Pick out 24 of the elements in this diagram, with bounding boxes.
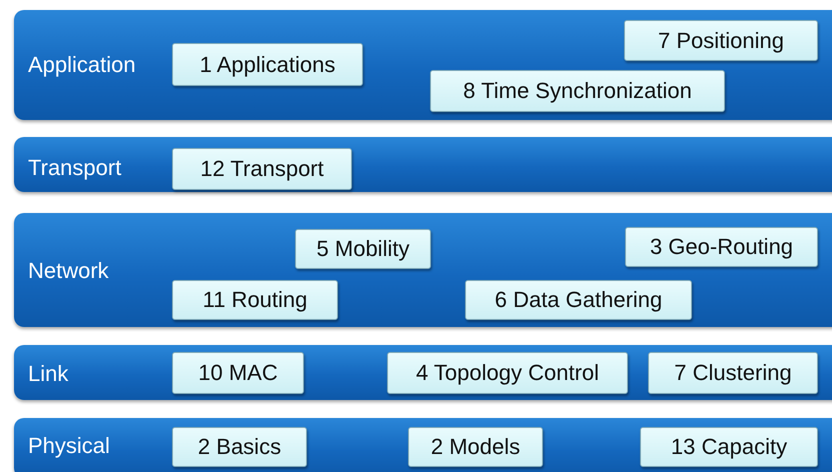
module-tag: 11 Routing: [172, 280, 338, 320]
module-tag: 12 Transport: [172, 148, 352, 190]
layer-band: [14, 213, 832, 327]
layer-label: Network: [28, 258, 109, 284]
layer-band: [14, 345, 832, 400]
layer-band: [14, 137, 832, 192]
layer-label: Link: [28, 361, 68, 387]
module-tag: 7 Positioning: [624, 20, 818, 61]
module-tag: 13 Capacity: [640, 427, 818, 467]
module-tag: 7 Clustering: [648, 352, 818, 394]
module-tag: 2 Basics: [172, 427, 307, 467]
module-tag: 10 MAC: [172, 352, 304, 394]
module-tag: 2 Models: [408, 427, 543, 467]
layer-label: Physical: [28, 433, 110, 459]
module-tag: 4 Topology Control: [387, 352, 628, 394]
layer-band: [14, 10, 832, 120]
module-tag: 5 Mobility: [295, 229, 431, 269]
module-tag: 3 Geo-Routing: [625, 227, 818, 267]
layer-band: [14, 418, 832, 472]
module-tag: 1 Applications: [172, 43, 363, 86]
layer-label: Transport: [28, 155, 122, 181]
layer-label: Application: [28, 52, 136, 78]
module-tag: 8 Time Synchronization: [430, 70, 725, 112]
module-tag: 6 Data Gathering: [465, 280, 692, 320]
